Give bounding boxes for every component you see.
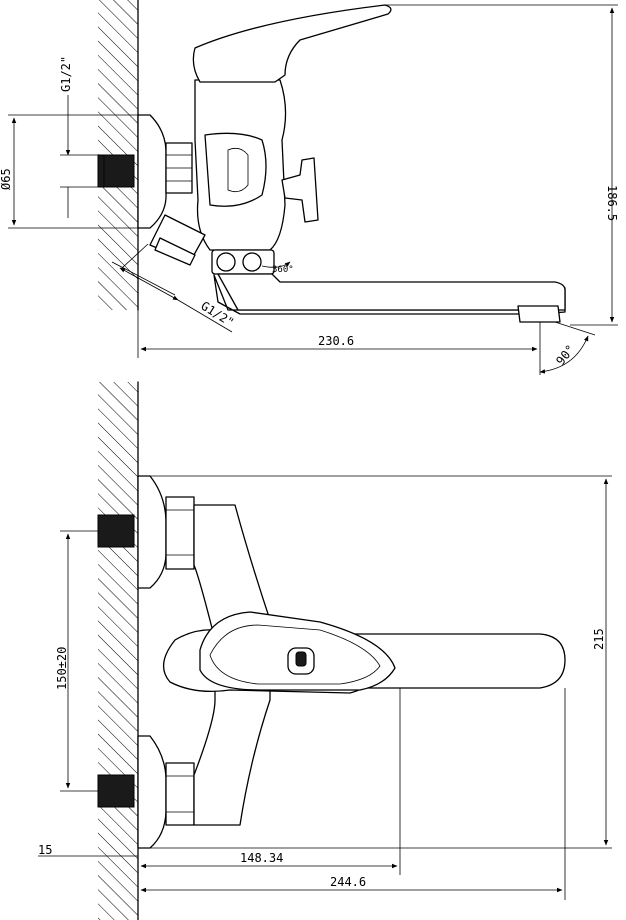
escutcheon-upper [137,475,167,589]
dim-inlet-tail [177,299,233,333]
dim-90-ext [554,321,596,336]
diverter-knob [281,157,319,223]
dim-90-label: 90° [553,342,577,368]
dim-1865-label: 186.5 [605,185,619,221]
dim-215-label: 215 [592,628,606,650]
dim-2306-label: 230.6 [318,334,354,348]
swivel-ball-2 [242,252,262,272]
dim-15-label: 15 [38,843,52,857]
side-view: G1/2" Ø65 186.5 360° G1/2" 230.6 90° [0,0,619,375]
spout-front [339,633,566,689]
inlet-pipe-thread-top [97,154,135,188]
dim-inlet-label: G1/2" [198,299,236,330]
temp-indicator-mark [295,651,307,667]
swivel-ball-1 [216,252,236,272]
nut-upper [165,496,195,570]
dim-inlet-ext-2 [121,243,149,269]
inlet-thread-lower [97,774,135,808]
dim-90-arc [539,335,589,374]
body-cap-side [204,132,267,207]
dim-150-label: 150±20 [55,647,69,690]
handle-lever-inner [209,624,381,685]
front-view: 150±20 215 15 148.34 244.6 [38,381,612,920]
inlet-thread-upper [97,514,135,548]
escutcheon-top [137,114,167,229]
dim-14834-label: 148.34 [240,851,283,865]
handle-lever-side [192,4,392,83]
dim-2446-label: 244.6 [330,875,366,889]
spout-body-main [217,273,566,311]
escutcheon-lower [137,735,167,849]
dim-d65-label: Ø65 [0,168,13,190]
swivel-arc [261,261,291,268]
wall-hatch-bottom [98,382,138,920]
body-cap-inner [227,147,249,193]
swivel-angle-label: 360° [272,265,294,275]
aerator [517,305,561,323]
inlet-fitting-lower [154,237,196,266]
dim-g12-top-label: G1/2" [59,56,73,92]
nut-lower [165,762,195,826]
dim-inlet-line [119,267,179,301]
